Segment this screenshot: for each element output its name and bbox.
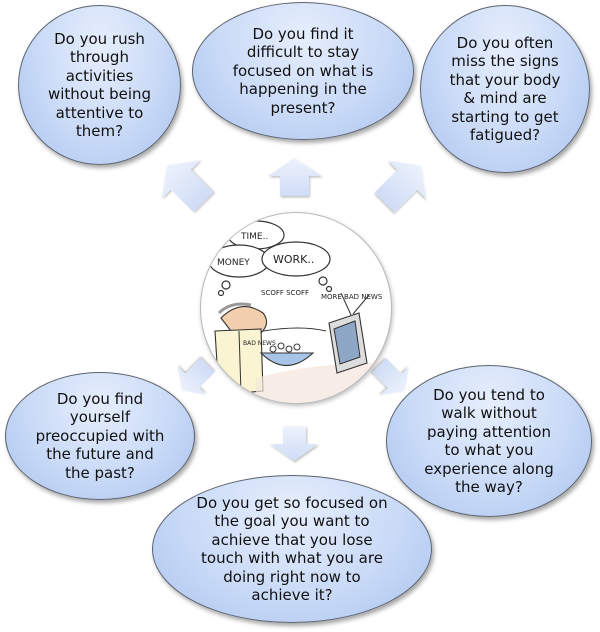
arrow-down-icon bbox=[270, 426, 318, 461]
question-goal-focus: Do you get so focused on the goal you wa… bbox=[152, 475, 432, 623]
sound-effect-text: SCOFF SCOFF bbox=[261, 289, 309, 297]
arrow-down-right-icon bbox=[372, 358, 409, 395]
question-text: Do you tend to walk without paying atten… bbox=[424, 385, 554, 497]
arrow-up-right-icon bbox=[374, 160, 427, 213]
question-text: Do you find it difficult to stay focused… bbox=[232, 24, 374, 117]
thought-time: TIME.. bbox=[240, 232, 268, 242]
question-text: Do you often miss the signs that your bo… bbox=[449, 33, 561, 145]
question-rush-through-activities: Do you rush through activities without b… bbox=[18, 5, 181, 165]
question-text: Do you rush through activities without b… bbox=[47, 29, 152, 141]
center-cartoon-illustration: TIME.. MONEY WORK.. SCOFF SCOFF MORE BAD… bbox=[200, 212, 392, 404]
question-text: Do you find yourself preoccupied with th… bbox=[35, 389, 165, 482]
television-icon bbox=[328, 292, 370, 374]
arrow-up-icon bbox=[268, 158, 322, 196]
tv-caption-text: MORE BAD NEWS bbox=[321, 293, 383, 301]
arrow-down-left-icon bbox=[178, 358, 215, 395]
arrow-up-left-icon bbox=[161, 160, 214, 213]
question-preoccupied-future-past: Do you find yourself preoccupied with th… bbox=[5, 372, 195, 500]
thought-cloud-icon bbox=[208, 220, 333, 297]
thought-money: MONEY bbox=[217, 258, 250, 268]
question-walk-without-attention: Do you tend to walk without paying atten… bbox=[386, 365, 592, 517]
question-miss-fatigue-signs: Do you often miss the signs that your bo… bbox=[420, 5, 590, 173]
question-stay-focused-present: Do you find it difficult to stay focused… bbox=[192, 2, 414, 140]
cartoon-drawing: TIME.. MONEY WORK.. SCOFF SCOFF MORE BAD… bbox=[208, 220, 383, 403]
thought-work: WORK.. bbox=[273, 253, 314, 266]
question-text: Do you get so focused on the goal you wa… bbox=[196, 493, 388, 605]
cereal-bowl-icon bbox=[259, 342, 315, 366]
newspaper-headline: BAD NEWS bbox=[243, 340, 276, 347]
